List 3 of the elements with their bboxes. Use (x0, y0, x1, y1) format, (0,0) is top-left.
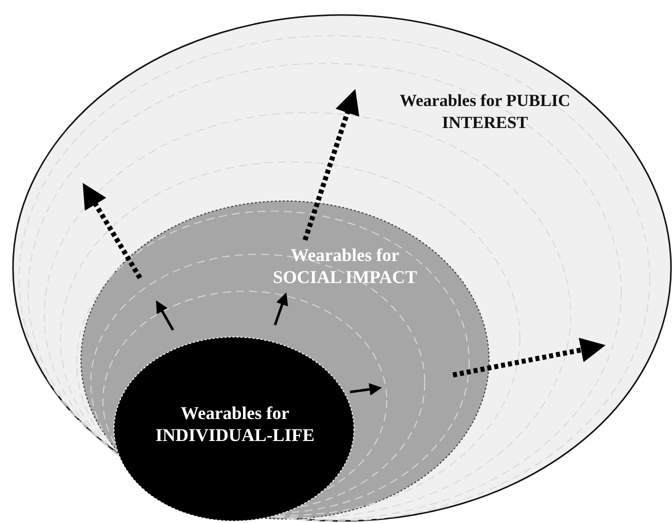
region-title: Wearables for SOCIAL IMPACT (272, 244, 418, 288)
region-title: Wearables for PUBLIC INTEREST (398, 90, 572, 134)
region-title: Wearables for INDIVIDUAL-LIFE (154, 402, 316, 446)
